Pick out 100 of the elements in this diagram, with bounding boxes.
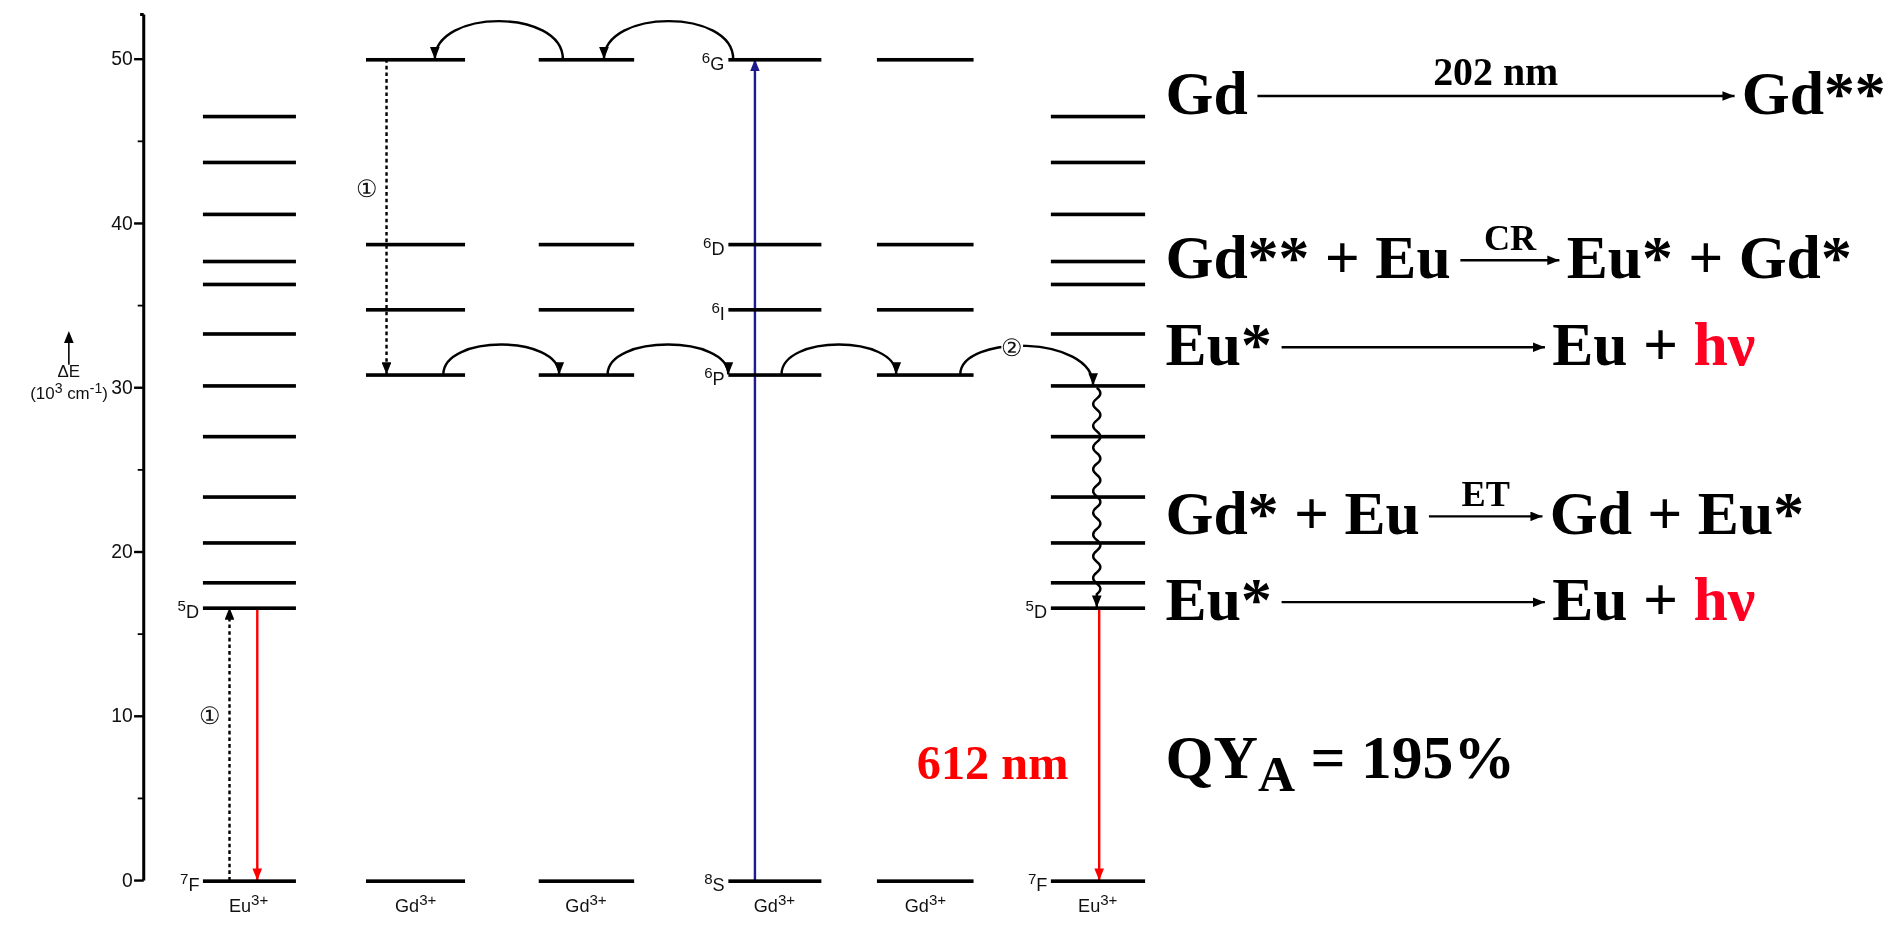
energy-level — [876, 372, 974, 377]
arrow — [1460, 255, 1560, 266]
energy-level — [1050, 383, 1146, 388]
term-symbol: $^{5}$D — [1025, 599, 1047, 621]
energy-level — [876, 307, 974, 312]
energy-level — [202, 259, 296, 263]
curved-arrow — [432, 20, 565, 60]
arrow — [1257, 91, 1735, 101]
equation-term: Eu* — [1165, 313, 1272, 376]
axis-title: ΔE — [57, 362, 80, 380]
ion-label: Gd$^{3+}$ — [753, 892, 796, 915]
energy-level — [202, 212, 296, 216]
energy-level — [202, 540, 296, 545]
ion-label: Eu$^{3+}$ — [1078, 892, 1118, 915]
energy-level — [202, 878, 296, 883]
energy-level — [366, 307, 466, 312]
energy-level — [538, 242, 635, 246]
tick-label: 0 — [122, 870, 133, 891]
energy-level — [728, 878, 822, 883]
arrow — [750, 59, 760, 881]
term-symbol: $^{6}$P — [704, 366, 725, 388]
term-symbol: $^{5}$D — [177, 599, 200, 621]
equation-term: Eu + — [1552, 309, 1678, 378]
energy-level — [1050, 114, 1146, 118]
energy-level — [876, 57, 974, 61]
tick-label: 50 — [111, 49, 133, 69]
term-symbol: $^{7}$F — [180, 872, 200, 894]
tick-label: 20 — [111, 542, 133, 562]
energy-level — [1050, 282, 1146, 286]
energy-level — [728, 372, 822, 377]
energy-level — [366, 372, 466, 377]
energy-level — [1050, 212, 1146, 216]
tick-label: 40 — [111, 213, 133, 234]
equation-term: Eu + — [1552, 564, 1678, 633]
ion-label: Gd$^{3+}$ — [904, 892, 947, 915]
arrow — [1094, 607, 1104, 881]
ion-label: Gd$^{3+}$ — [395, 892, 437, 915]
energy-level — [1050, 331, 1146, 336]
energy-level — [202, 494, 296, 499]
equation-term: Gd** + Eu — [1165, 226, 1451, 289]
equation-term: Eu* — [1165, 568, 1272, 630]
curved-arrow — [442, 343, 561, 375]
energy-level — [1050, 540, 1146, 545]
photon-symbol: hν — [1693, 309, 1756, 378]
arrow — [252, 607, 263, 881]
energy-level — [538, 372, 635, 377]
energy-level — [728, 307, 822, 312]
equation-term: Gd** — [1741, 62, 1886, 124]
ion-label: Eu$^{3+}$ — [228, 892, 269, 915]
energy-level — [1050, 580, 1146, 584]
equation-term: Gd* + Eu — [1165, 482, 1420, 545]
term-symbol: $^{8}$S — [704, 872, 725, 894]
term-symbol: $^{6}$G — [701, 50, 725, 73]
result-text: QY$_{A}$ = 195% — [1165, 726, 1516, 800]
energy-level — [202, 160, 296, 164]
equation-term: Gd — [1165, 62, 1248, 124]
energy-level — [728, 57, 822, 61]
energy-level — [1050, 160, 1146, 164]
arrow — [1281, 342, 1545, 353]
energy-level — [728, 242, 822, 246]
energy-level — [202, 383, 296, 388]
energy-level — [1050, 494, 1146, 499]
dashed-arrow — [381, 59, 392, 375]
step-number: ① — [199, 703, 222, 728]
energy-level — [202, 282, 296, 286]
arrow — [1281, 597, 1545, 607]
energy-level — [1050, 434, 1146, 438]
energy-level — [538, 878, 635, 883]
arrow — [1428, 511, 1543, 522]
dashed-arrow — [224, 607, 235, 881]
energy-level — [538, 307, 635, 312]
step-number: ① — [356, 176, 379, 201]
energy-level — [202, 434, 296, 438]
curved-arrow — [606, 343, 730, 375]
energy-level — [366, 57, 466, 61]
energy-level — [876, 878, 974, 883]
energy-level — [1050, 878, 1146, 883]
energy-level — [202, 605, 296, 610]
tick-label: 10 — [111, 706, 133, 726]
energy-level — [202, 331, 296, 336]
energy-level — [876, 242, 974, 246]
energy-level — [366, 242, 466, 246]
axis-title: (10$^{3}$ cm$^{-1}$) — [30, 380, 108, 402]
equation-term: Eu* + Gd* — [1566, 226, 1852, 289]
energy-level — [202, 580, 296, 584]
curved-arrow — [601, 20, 735, 60]
tick-label: 30 — [111, 378, 133, 398]
wavy-arrow — [1091, 386, 1102, 608]
energy-level — [538, 57, 635, 61]
term-symbol: $^{6}$I — [711, 300, 725, 323]
energy-level — [202, 114, 296, 118]
ion-label: Gd$^{3+}$ — [565, 892, 607, 915]
curved-arrow — [780, 343, 899, 375]
term-symbol: $^{6}$D — [703, 235, 725, 258]
step-number: ② — [1001, 335, 1024, 360]
term-symbol: $^{7}$F — [1027, 872, 1048, 894]
equation-term: Gd + Eu* — [1549, 482, 1804, 545]
energy-level — [366, 878, 466, 883]
photon-symbol: hν — [1693, 564, 1756, 633]
energy-level — [1050, 605, 1146, 610]
